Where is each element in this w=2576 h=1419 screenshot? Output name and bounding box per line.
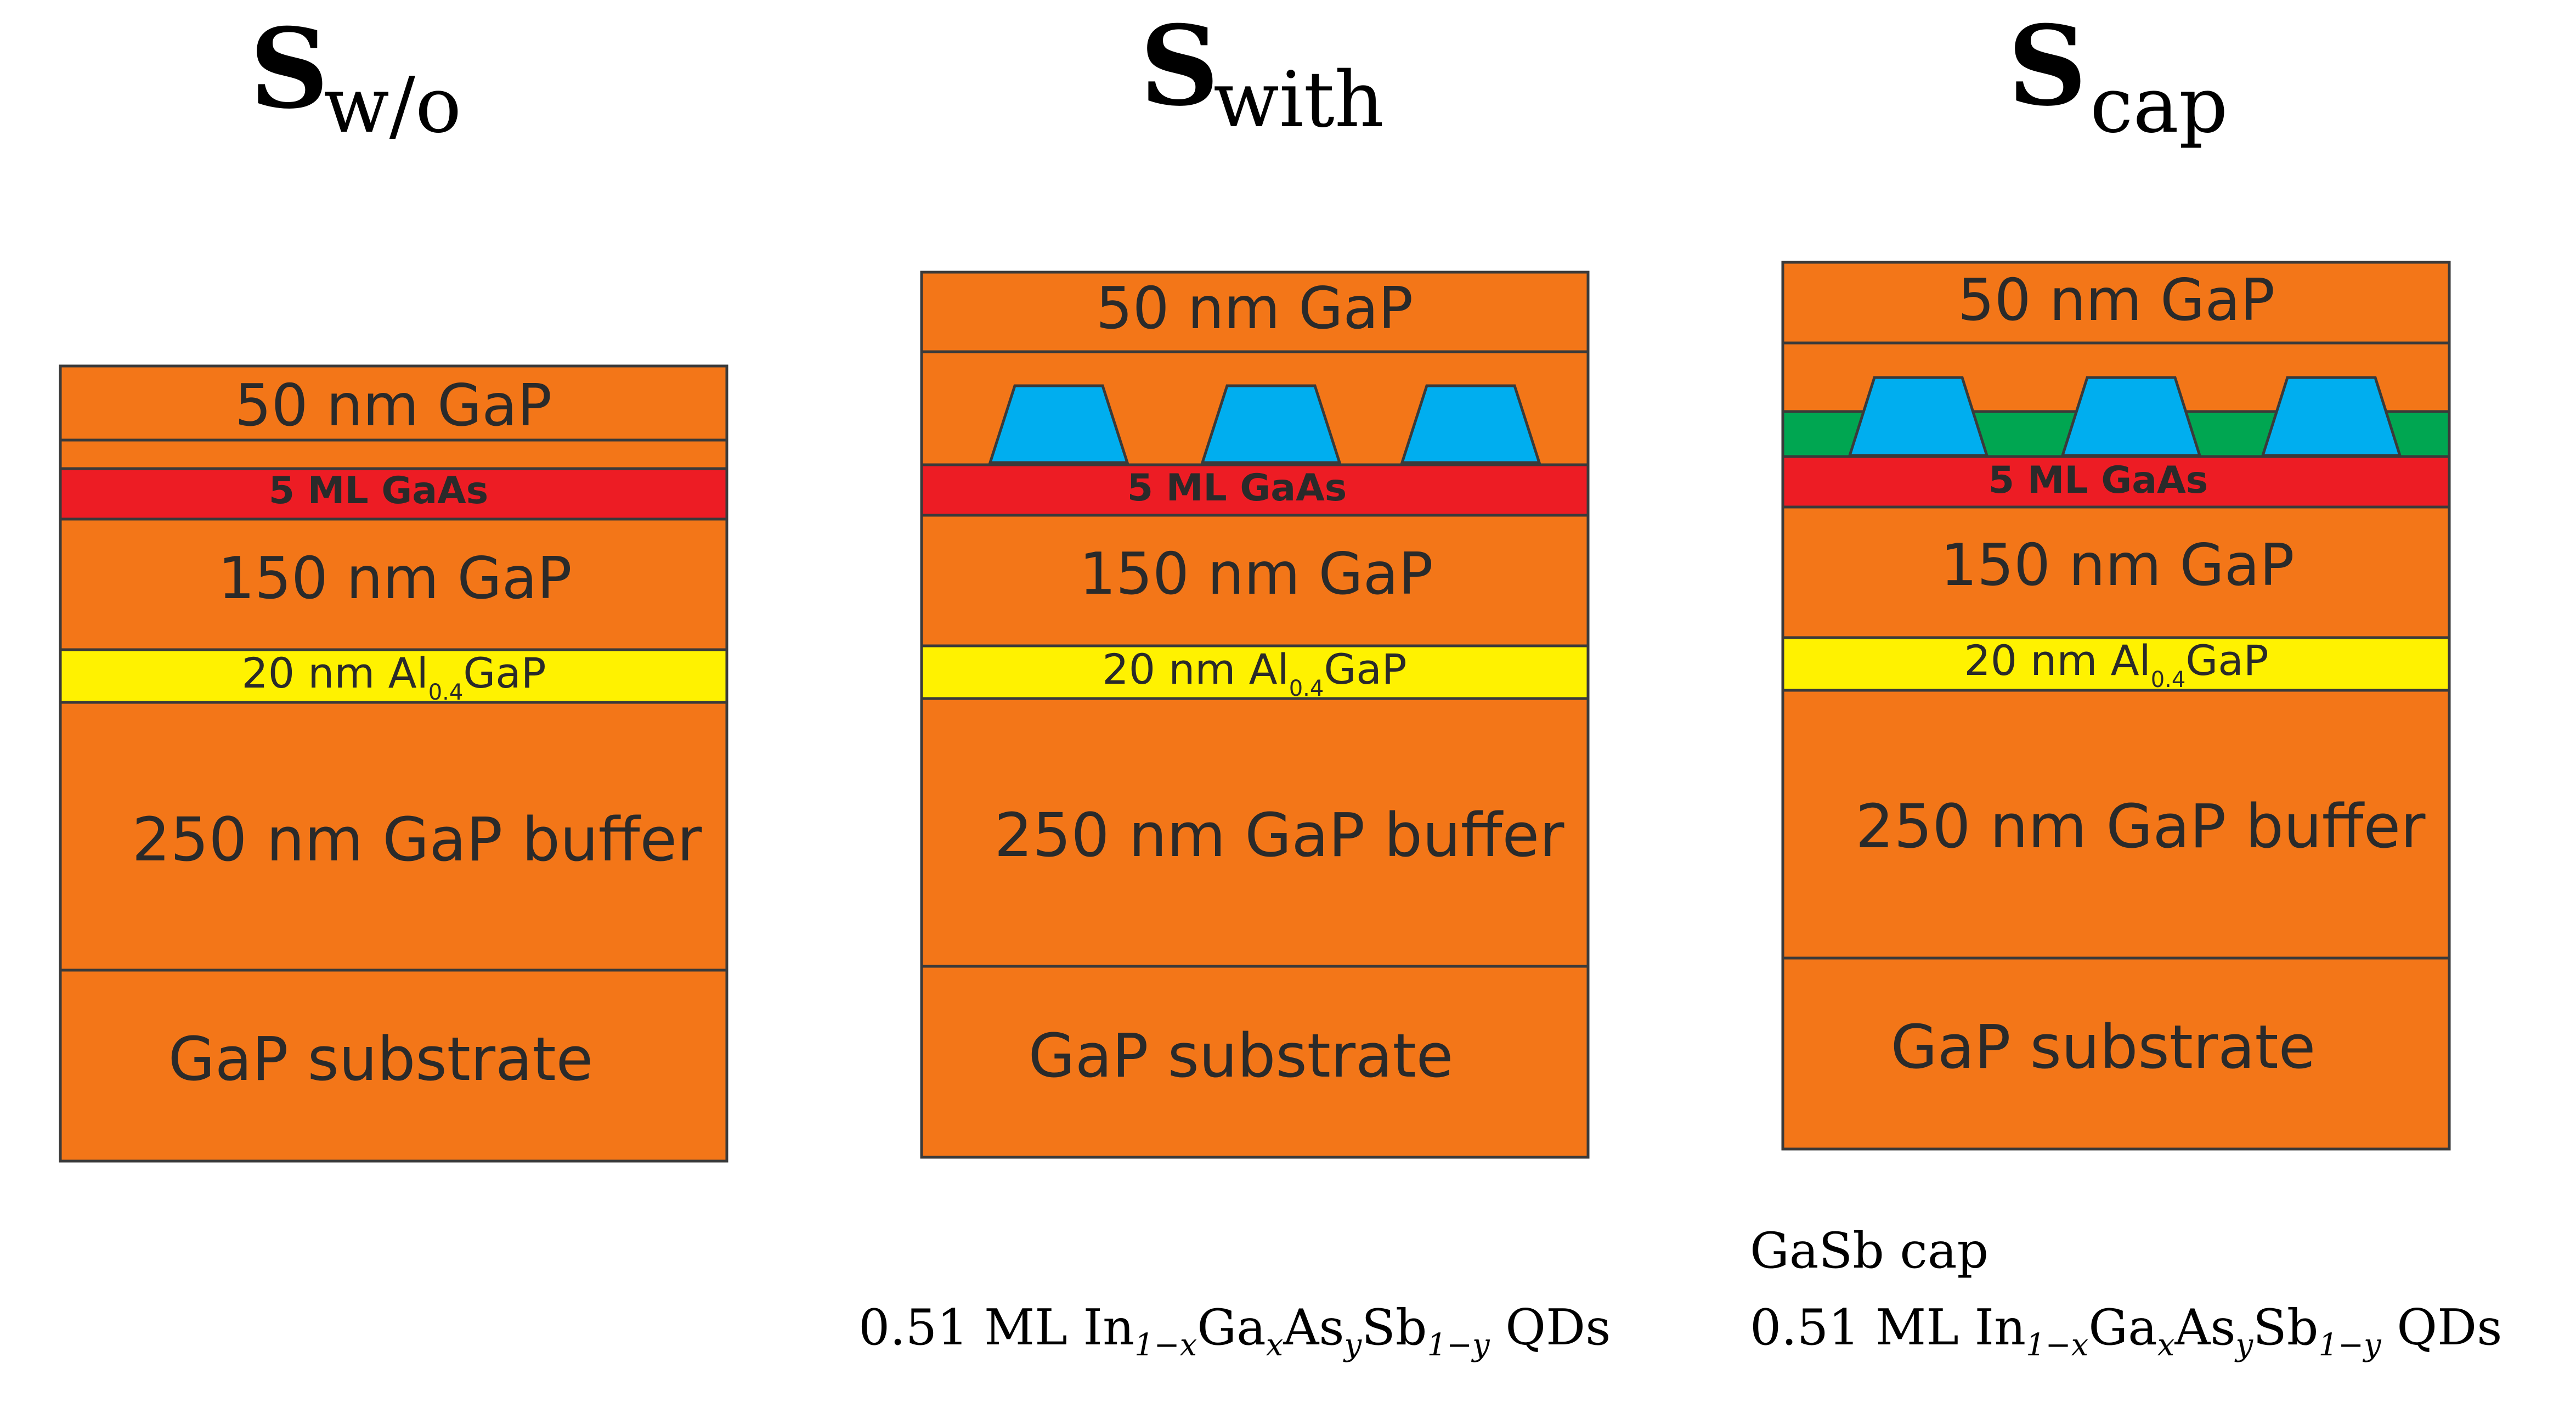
layer-substrate [1781,956,2451,1151]
layer-gaas [1781,455,2451,509]
label-substrate: GaP substrate [1891,1012,2316,1082]
layer-algap [59,648,728,704]
label-gaas: 5 ML GaAs [1127,466,1347,510]
layer-spacer-gap [1781,505,2451,639]
label-substrate: GaP substrate [1029,1021,1454,1091]
label-spacer-gap: 150 nm GaP [1079,540,1433,607]
layer-gaas [59,467,728,521]
layer-top-gap [1781,261,2451,345]
label-buffer: 250 nm GaP buffer [1856,791,2426,861]
label-top-gap: 50 nm GaP [1958,267,2275,334]
layer-spacer-gap [920,514,1590,647]
panel-title-sub: with [1213,55,1384,145]
panel-title-main: S [2008,2,2087,131]
layer-buffer [59,701,728,972]
label-spacer-gap: 150 nm GaP [1940,532,2294,599]
quantum-dot [2261,376,2402,457]
caption-qd-with: 0.51 ML In1−xGaxAsySb1−y QDs [858,1299,1611,1363]
layer-thin-gap [59,438,728,470]
quantum-dot [1848,376,1989,457]
panel-title-main: S [1140,2,1219,131]
layer-algap [920,644,1590,700]
layer-substrate [920,965,1590,1159]
layer-top-gap [59,364,728,442]
layer-substrate [59,968,728,1163]
label-gaas: 5 ML GaAs [269,469,488,513]
caption-gasb-cap: GaSb cap [1750,1222,1989,1280]
panel-without-qds: S w/o 50 nm GaP 5 ML GaAs 150 nm GaP 20 … [59,4,728,1163]
label-substrate: GaP substrate [168,1024,594,1094]
label-buffer: 250 nm GaP buffer [995,800,1565,870]
label-top-gap: 50 nm GaP [235,372,552,439]
panel-with-qds: S with 50 nm GaP 5 ML GaAs 150 nm GaP 20… [920,2,1590,1159]
label-algap: 20 nm Al0.4GaP [241,649,546,705]
layer-buffer [1781,689,2451,960]
quantum-dot [988,384,1129,464]
label-top-gap: 50 nm GaP [1096,275,1413,342]
panel-title-sub: cap [2090,61,2228,150]
label-algap: 20 nm Al0.4GaP [1964,636,2268,692]
quantum-dot [1400,384,1541,464]
layer-spacer-gap [59,517,728,651]
label-buffer: 250 nm GaP buffer [132,804,703,875]
label-algap: 20 nm Al0.4GaP [1102,645,1406,701]
layer-buffer [920,697,1590,968]
quantum-dot [1200,384,1342,464]
panel-with-cap: S cap 50 nm GaP 5 ML GaAs 150 nm GaP 20 … [1781,2,2451,1151]
layer-algap [1781,636,2451,692]
panel-title-sub: w/o [324,61,461,150]
label-spacer-gap: 150 nm GaP [218,545,572,612]
quantum-dot [2060,376,2202,457]
panel-title-main: S [250,4,329,133]
label-gaas: 5 ML GaAs [1989,459,2208,502]
caption-qd-cap: 0.51 ML In1−xGaxAsySb1−y QDs [1750,1299,2502,1363]
